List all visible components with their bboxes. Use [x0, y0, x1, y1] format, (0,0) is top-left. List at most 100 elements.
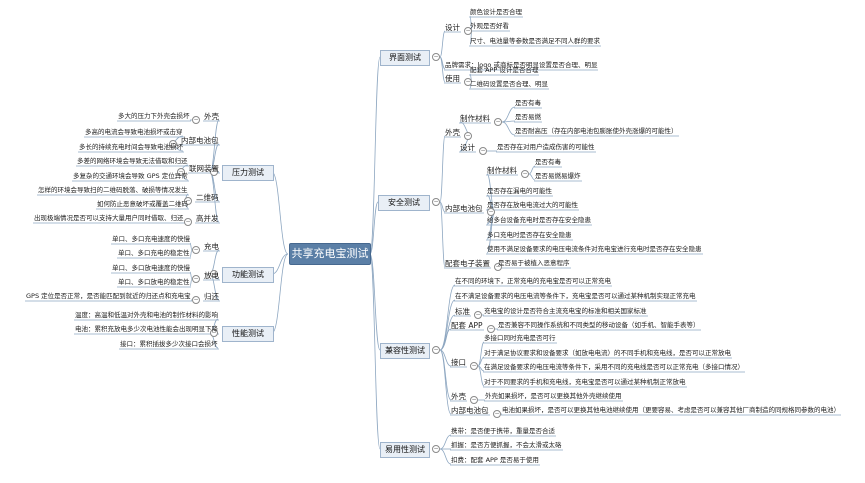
collapse-toggle-icon[interactable]: −	[494, 263, 502, 271]
leaf-node[interactable]: 是否易燃易爆炸	[535, 172, 581, 180]
leaf-node[interactable]: 尺寸、电池量等参数是否满足不同人群的要求	[470, 37, 600, 45]
branch-node[interactable]: 接口	[451, 358, 466, 367]
branch-node[interactable]: 内部电池包	[445, 204, 483, 213]
leaf-node[interactable]: 携带：是否便于携带，重量是否合适	[451, 427, 555, 435]
branch-node[interactable]: 外壳	[445, 128, 460, 137]
branch-node[interactable]: 高并发	[196, 214, 219, 223]
collapse-toggle-icon[interactable]: −	[210, 329, 218, 337]
main-topic[interactable]: 功能测试	[222, 267, 274, 283]
branch-node[interactable]: 标准	[455, 307, 470, 316]
collapse-toggle-icon[interactable]: −	[487, 325, 495, 333]
leaf-node[interactable]: 配套 APP 设计是否合理	[470, 66, 539, 74]
leaf-node[interactable]: 在不满足设备要求的电压电流等条件下，充电宝是否可以通过某种机制实现正常充电	[455, 292, 696, 300]
collapse-toggle-icon[interactable]: −	[184, 197, 192, 205]
branch-node[interactable]: 设计	[460, 143, 475, 152]
main-topic[interactable]: 界面测试	[380, 50, 430, 66]
branch-node[interactable]: 设计	[445, 23, 460, 32]
collapse-toggle-icon[interactable]: −	[494, 118, 502, 126]
leaf-node[interactable]: 是否存在漏电的可能性	[487, 187, 552, 195]
branch-node[interactable]: 内部电池包	[451, 406, 489, 415]
branch-node[interactable]: 外壳	[204, 112, 219, 121]
leaf-node[interactable]: 品牌需求：logo 或商标是否明显设置是否合理、明显	[445, 61, 598, 69]
leaf-node[interactable]: 是否耐高压（存在内部电池包膨胀使外壳涨爆的可能性）	[515, 127, 678, 135]
main-topic[interactable]: 安全测试	[378, 195, 430, 211]
collapse-toggle-icon[interactable]: −	[464, 78, 472, 86]
branch-node[interactable]: 制作材料	[460, 114, 490, 123]
leaf-node[interactable]: 多大的压力下外壳会损坏	[118, 112, 190, 120]
leaf-node[interactable]: 怎样的环境会导致扫的二维码脱落、破损等情况发生	[38, 186, 188, 194]
leaf-node[interactable]: 在不同的环境下，正常充电的充电宝是否可以正常充电	[455, 277, 611, 285]
main-topic[interactable]: 兼容性测试	[380, 343, 430, 359]
leaf-node[interactable]: 如何防止恶意破坏或覆盖二维码	[97, 200, 188, 208]
leaf-node[interactable]: 是否存在对用户造成伤害的可能性	[497, 143, 595, 151]
branch-node[interactable]: 二维码	[196, 193, 219, 202]
branch-node[interactable]: 外壳	[451, 392, 466, 401]
collapse-toggle-icon[interactable]: −	[432, 346, 440, 354]
root-topic[interactable]: 共享充电宝测试	[289, 243, 371, 265]
collapse-toggle-icon[interactable]: −	[432, 198, 440, 206]
collapse-toggle-icon[interactable]: −	[432, 53, 440, 61]
leaf-node[interactable]: 二维码设置是否合理、明显	[470, 80, 548, 88]
leaf-node[interactable]: 扣费：配套 APP 是否易于使用	[451, 456, 539, 464]
leaf-node[interactable]: 接口：累积插拔多少次接口会损坏	[120, 340, 218, 348]
main-topic[interactable]: 性能测试	[222, 326, 274, 342]
collapse-toggle-icon[interactable]: −	[464, 132, 472, 140]
collapse-toggle-icon[interactable]: −	[192, 246, 200, 254]
main-topic[interactable]: 易用性测试	[380, 442, 430, 458]
leaf-node[interactable]: 充电宝的设计是否符合主流充电宝的标准和相关国家标准	[484, 307, 647, 315]
branch-node[interactable]: 放电	[204, 271, 219, 280]
leaf-node[interactable]: 电池：累积充放电多少次电池性能会出现明显下降	[75, 325, 218, 333]
collapse-toggle-icon[interactable]: −	[487, 208, 495, 216]
collapse-toggle-icon[interactable]: −	[493, 410, 501, 418]
leaf-node[interactable]: 多复杂的交通环境会导致 GPS 定位异常	[73, 172, 188, 180]
collapse-toggle-icon[interactable]: −	[192, 296, 200, 304]
leaf-node[interactable]: 外观是否好看	[470, 22, 509, 30]
leaf-node[interactable]: 在满足设备要求的电压电流等条件下，采用不同的充电线是否可以正常充电（多接口情况）	[484, 363, 744, 371]
leaf-node[interactable]: 是否兼容不同操作系统和不同类型的移动设备（如手机、智能手表等）	[498, 321, 700, 329]
branch-node[interactable]: 归还	[204, 292, 219, 301]
branch-node[interactable]: 充电	[204, 242, 219, 251]
collapse-toggle-icon[interactable]: −	[521, 170, 529, 178]
leaf-node[interactable]: 外壳如果损坏，是否可以更换其他外壳继续使用	[485, 392, 622, 400]
leaf-node[interactable]: 给多台设备充电时是否存在安全隐患	[487, 216, 591, 224]
leaf-node[interactable]: 多口充电时是否存在安全隐患	[487, 231, 572, 239]
leaf-node[interactable]: 对于不同要求的手机和充电线，充电宝是否可以通过某种机制正常放电	[484, 378, 686, 386]
leaf-node[interactable]: 单口、多口充电的稳定性	[118, 249, 190, 257]
leaf-node[interactable]: 多接口同时充电是否可行	[484, 334, 556, 342]
leaf-node[interactable]: 电池如果损坏，是否可以更换其他电池继续使用（更要容易、考虑是否可以兼容其他厂商制…	[502, 406, 840, 414]
leaf-node[interactable]: 单口、多口充电速度的快慢	[112, 235, 190, 243]
collapse-toggle-icon[interactable]: −	[432, 445, 440, 453]
collapse-toggle-icon[interactable]: −	[474, 311, 482, 319]
branch-node[interactable]: 内部电池包	[181, 136, 219, 145]
collapse-toggle-icon[interactable]: −	[177, 168, 185, 176]
branch-node[interactable]: 联网装置	[189, 164, 219, 173]
leaf-node[interactable]: 是否有毒	[535, 158, 561, 166]
collapse-toggle-icon[interactable]: −	[169, 140, 177, 148]
collapse-toggle-icon[interactable]: −	[470, 396, 478, 404]
collapse-toggle-icon[interactable]: −	[210, 168, 218, 176]
leaf-node[interactable]: 温度：高温和低温对外壳和电池的制作材料的影响	[75, 311, 218, 319]
leaf-node[interactable]: 颜色设计是否合理	[470, 8, 522, 16]
leaf-node[interactable]: 出现极端情况是否可以支持大量用户同时借取、归还	[34, 214, 184, 222]
branch-node[interactable]: 配套 APP	[451, 321, 483, 330]
leaf-node[interactable]: 单口、多口放电速度的快慢	[112, 264, 190, 272]
leaf-node[interactable]: 使用不满足设备要求的电压电流条件对充电宝进行充电时是否存在安全隐患	[487, 245, 702, 253]
leaf-node[interactable]: 对于满足协议要求和设备要求（如放电电流）的不同手机和充电线，是否可以正常放电	[484, 349, 731, 357]
leaf-node[interactable]: 多高的电流会导致电池损坏或击穿	[85, 128, 183, 136]
leaf-node[interactable]: 是否易燃	[515, 113, 541, 121]
collapse-toggle-icon[interactable]: −	[210, 270, 218, 278]
collapse-toggle-icon[interactable]: −	[479, 147, 487, 155]
collapse-toggle-icon[interactable]: −	[192, 275, 200, 283]
main-topic[interactable]: 压力测试	[222, 165, 274, 181]
leaf-node[interactable]: GPS 定位是否正常，是否能匹配到就近的归还点和充电宝	[26, 292, 191, 300]
collapse-toggle-icon[interactable]: −	[192, 116, 200, 124]
leaf-node[interactable]: 是否存在放电电流过大的可能性	[487, 201, 578, 209]
branch-node[interactable]: 配套电子装置	[445, 259, 490, 268]
leaf-node[interactable]: 是否易于被植入恶意程序	[498, 259, 570, 267]
branch-node[interactable]: 使用	[445, 74, 460, 83]
leaf-node[interactable]: 单口、多口放电的稳定性	[118, 278, 190, 286]
leaf-node[interactable]: 抓握：是否方便抓握，不会太滑或太硌	[451, 441, 562, 449]
branch-node[interactable]: 制作材料	[487, 166, 517, 175]
leaf-node[interactable]: 是否有毒	[515, 99, 541, 107]
collapse-toggle-icon[interactable]: −	[184, 218, 192, 226]
